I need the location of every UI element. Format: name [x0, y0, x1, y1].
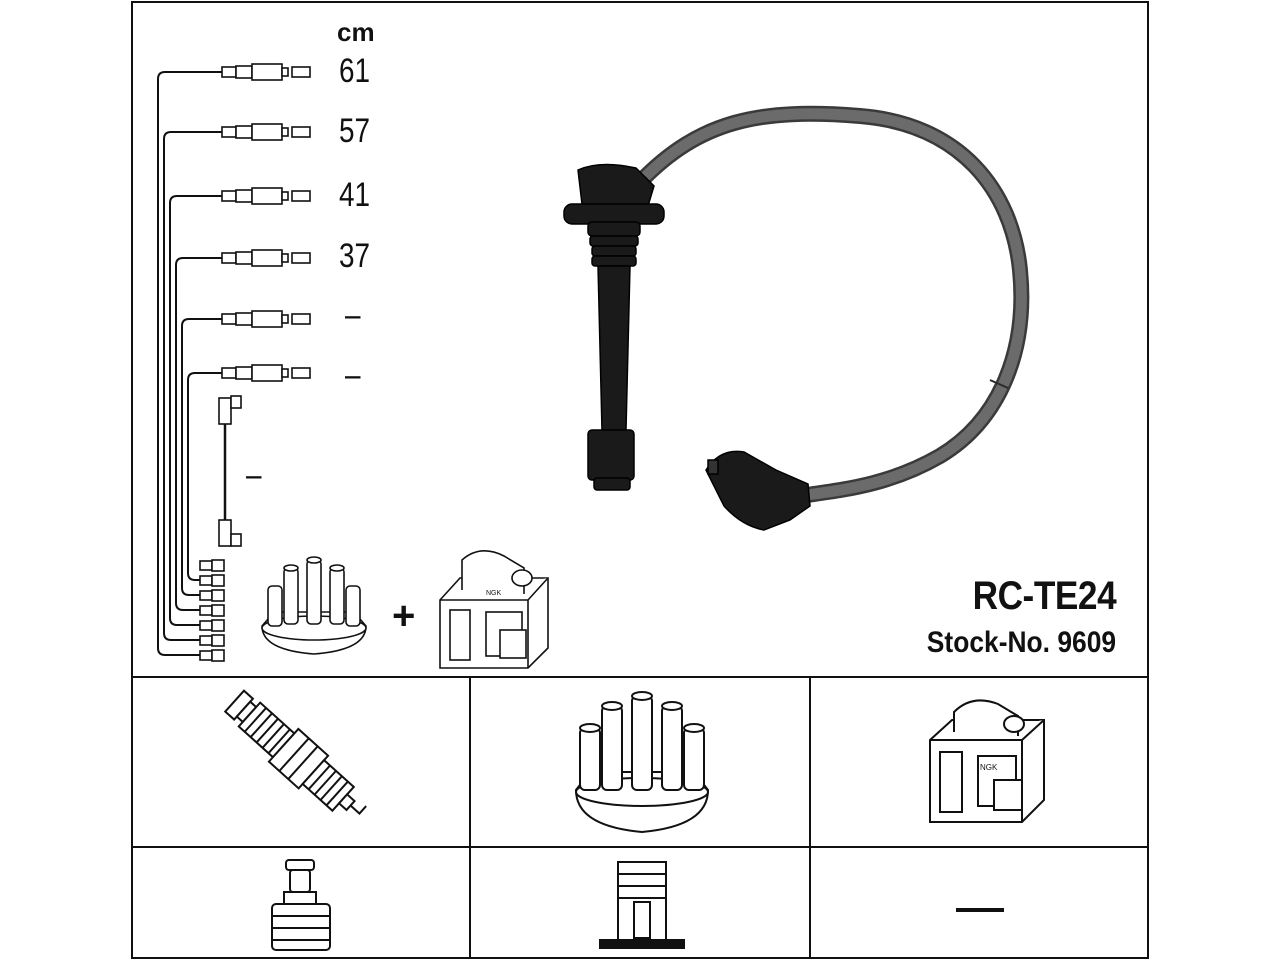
unit-label: cm: [337, 17, 375, 47]
frame-grid: [131, 1, 1149, 959]
coil-lead: [218, 395, 242, 547]
ignition-lead-photo: [563, 105, 1030, 531]
lead-connector-6: [221, 364, 311, 382]
lead-connector-1: [221, 63, 311, 81]
lead-connector-3: [221, 187, 311, 205]
lead-connector-2: [221, 123, 311, 141]
distributor-cap-small: [261, 556, 367, 655]
svg-text:NGK: NGK: [486, 590, 502, 597]
end-terminals: [199, 559, 225, 662]
length-lead-6: –: [345, 356, 361, 394]
harness-wires: [157, 71, 222, 656]
combo-plus-sign: +: [392, 594, 416, 638]
coil-boot: [705, 450, 811, 531]
lead-connectors: [221, 63, 311, 382]
lead-connector-4: [221, 249, 311, 267]
length-lead-3: 41: [339, 176, 371, 214]
lead-connector-5: [221, 310, 311, 328]
length-lead-1: 61: [339, 52, 371, 90]
coil-lead-length: –: [246, 456, 262, 494]
ignition-coil-small: NGK: [439, 550, 549, 669]
length-lead-5: –: [345, 296, 361, 334]
plug-boot: [563, 163, 665, 491]
length-lead-2: 57: [339, 112, 371, 150]
length-lead-4: 37: [339, 237, 371, 275]
product-code: RC-TE24: [972, 574, 1116, 618]
stock-number: Stock-No. 9609: [926, 626, 1116, 659]
